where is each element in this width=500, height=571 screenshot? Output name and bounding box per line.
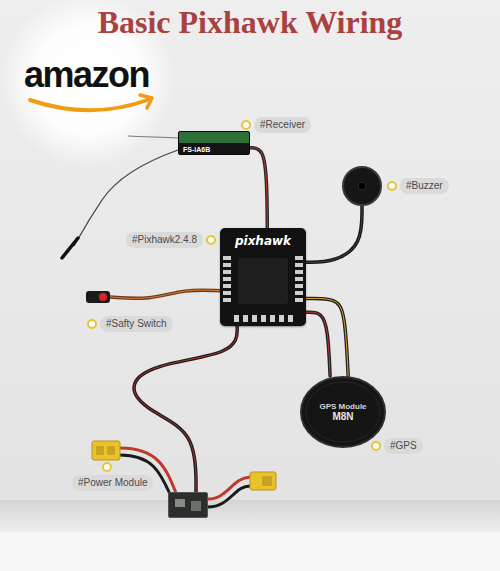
part-text: pixhawk xyxy=(235,234,291,248)
pin-header xyxy=(252,315,257,322)
callout-dot xyxy=(206,235,216,245)
cable xyxy=(306,206,362,262)
callout-tag: #Receiver xyxy=(254,117,311,133)
node-body xyxy=(169,493,207,517)
node-body xyxy=(86,291,110,303)
wire-core xyxy=(134,326,237,492)
pin-header xyxy=(223,256,231,260)
pin-header xyxy=(295,277,303,281)
buzzer-body xyxy=(343,167,381,205)
buzzer: #Buzzer xyxy=(342,166,382,206)
callout-tag: #Power Module xyxy=(72,475,153,491)
bottom-band xyxy=(0,532,500,571)
flight-controller: pixhawk#Pixhawk2.4.8 xyxy=(220,228,306,326)
connector-slot xyxy=(96,446,104,455)
callout-dot xyxy=(102,462,112,472)
board-panel xyxy=(238,258,288,304)
pin-header xyxy=(295,256,303,260)
wire-core xyxy=(110,290,220,298)
node-shape xyxy=(169,493,209,519)
xt60-connector xyxy=(250,472,276,490)
callout-dot xyxy=(87,319,97,329)
antenna-wire xyxy=(128,136,178,138)
node-shape xyxy=(342,166,382,206)
background xyxy=(0,0,500,500)
antenna-tip xyxy=(62,238,78,258)
callout-tag: #Safty Switch xyxy=(100,316,173,332)
wire-core xyxy=(306,206,362,262)
pin-header xyxy=(288,315,293,322)
callout-tag: #GPS xyxy=(384,438,423,454)
pin-header xyxy=(295,298,303,302)
esc-wire xyxy=(208,486,250,507)
pin-header xyxy=(295,263,303,267)
pin-header xyxy=(223,263,231,267)
logo-arrow xyxy=(140,95,152,108)
safety-switch: #Safty Switch xyxy=(86,291,110,303)
xt60-connector xyxy=(92,441,120,460)
callout-tag: #Pixhawk2.4.8 xyxy=(126,232,203,248)
wire-core xyxy=(250,148,267,228)
node-shape xyxy=(86,291,110,303)
pin-header xyxy=(223,291,231,295)
cable xyxy=(306,298,348,376)
receiver: FS-iA6B#Receiver xyxy=(178,131,250,155)
part-text: M8N xyxy=(332,411,353,422)
gps-module: GPS ModuleM8N#GPS xyxy=(300,376,386,448)
pcb-chip xyxy=(191,501,201,511)
cable xyxy=(306,312,330,376)
power-module: #Power Module xyxy=(168,492,208,518)
logo-smile xyxy=(30,99,150,110)
wire-core xyxy=(306,298,348,376)
gps-dome xyxy=(301,377,385,447)
pin-header xyxy=(295,284,303,288)
part-text: GPS Module xyxy=(319,402,366,411)
pcb-chip xyxy=(175,499,185,507)
pin-header xyxy=(223,270,231,274)
pin-header xyxy=(295,270,303,274)
cable xyxy=(250,148,267,228)
connector-slot xyxy=(262,476,272,486)
pin-header xyxy=(295,291,303,295)
callout-tag: #Buzzer xyxy=(400,178,449,194)
node-body: GPS ModuleM8N xyxy=(300,376,386,448)
pin-header xyxy=(261,315,266,322)
pin-header xyxy=(234,315,239,322)
node-body: FS-iA6B xyxy=(179,132,249,154)
pin-header xyxy=(223,277,231,281)
node-body xyxy=(342,166,382,206)
pin-header xyxy=(270,315,275,322)
watermark-logo: amazon xyxy=(24,54,149,96)
callout-dot xyxy=(241,120,251,130)
node-body: pixhawk xyxy=(220,228,306,326)
diagram-title: Basic Pixhawk Wiring xyxy=(0,2,500,42)
callout-dot xyxy=(371,441,381,451)
switch-button xyxy=(99,293,107,301)
shadow-band xyxy=(0,500,500,532)
gps-rim xyxy=(306,382,380,442)
callout-dot xyxy=(387,181,397,191)
part-text: FS-iA6B xyxy=(183,146,210,153)
pin-header xyxy=(223,284,231,288)
buzzer-hole xyxy=(358,182,366,190)
pin-header xyxy=(243,315,248,322)
pin-header xyxy=(223,298,231,302)
cable xyxy=(110,290,220,298)
cable xyxy=(134,326,237,492)
connector-slot xyxy=(107,446,115,455)
pin-header xyxy=(279,315,284,322)
wire-core xyxy=(306,312,330,376)
